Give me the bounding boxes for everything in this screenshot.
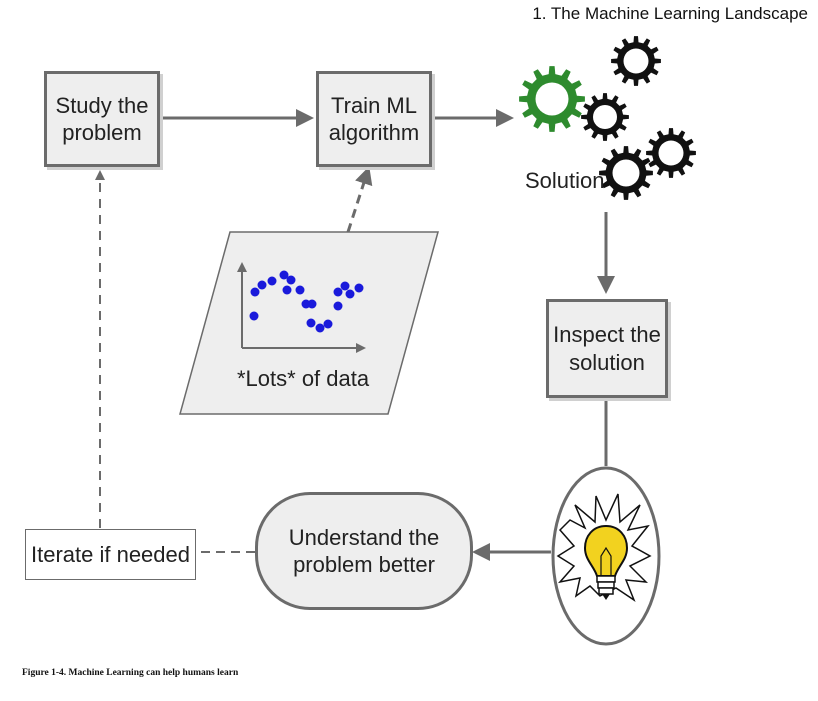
chapter-header: 1. The Machine Learning Landscape <box>532 4 808 23</box>
gear-icon-green <box>519 66 585 132</box>
train-algorithm-box: Train ML algorithm <box>316 71 432 167</box>
gear-icon-bottom <box>599 146 653 200</box>
inspect-solution-box: Inspect the solution <box>546 299 668 398</box>
iterate-box: Iterate if needed <box>25 529 196 580</box>
solution-label: Solution <box>525 168 605 193</box>
data-label: *Lots* of data <box>237 366 370 391</box>
gear-icon-top <box>611 36 661 86</box>
study-problem-box: Study the problem <box>44 71 160 167</box>
gear-icon-middle <box>581 93 629 141</box>
dashed-data-to-train <box>346 166 373 233</box>
understand-problem-pill: Understand the problem better <box>255 492 473 610</box>
solution-gears <box>519 36 696 200</box>
scatter-plot-icon <box>237 262 366 353</box>
lightbulb-icon <box>551 466 661 646</box>
gear-icon-right <box>646 128 696 178</box>
figure-caption: Figure 1-4. Machine Learning can help hu… <box>22 668 239 678</box>
